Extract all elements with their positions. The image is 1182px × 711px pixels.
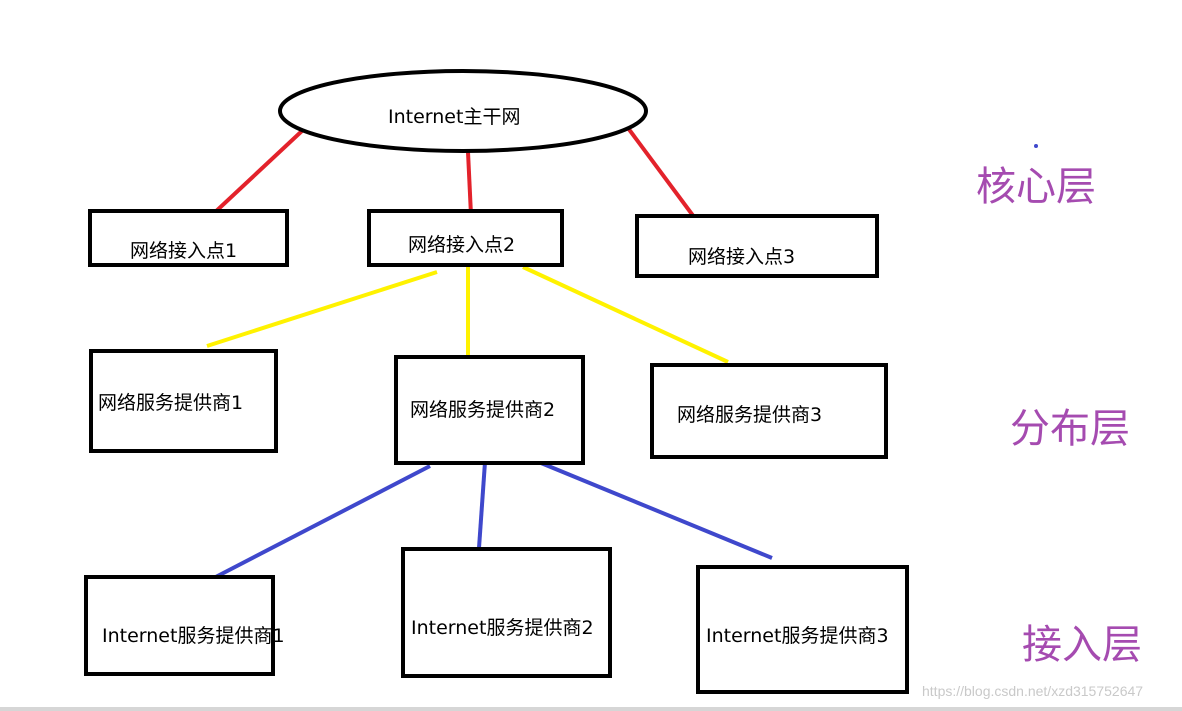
access-point-2-label: 网络接入点2 <box>408 234 516 256</box>
access-point-2: 网络接入点2 <box>367 209 564 267</box>
service-provider-3-label: 网络服务提供商3 <box>677 404 823 426</box>
service-provider-2: 网络服务提供商2 <box>394 355 585 465</box>
access-point-1-label: 网络接入点1 <box>130 240 238 262</box>
backbone-label: Internet主干网 <box>388 106 521 128</box>
service-provider-1: 网络服务提供商1 <box>89 349 278 453</box>
internet-provider-2: Internet服务提供商2 <box>401 547 612 678</box>
internet-provider-3: Internet服务提供商3 <box>696 565 909 694</box>
internet-provider-1: Internet服务提供商1 <box>84 575 285 676</box>
access-point-3-label: 网络接入点3 <box>688 246 796 268</box>
edge-backbone-ap3 <box>626 126 699 223</box>
layer-access-label: 接入层 <box>1022 622 1142 668</box>
bottom-divider <box>0 707 1182 711</box>
watermark: https://blog.csdn.net/xzd315752647 <box>922 683 1144 699</box>
service-provider-2-label: 网络服务提供商2 <box>410 399 556 421</box>
access-point-1: 网络接入点1 <box>88 209 289 267</box>
edge-ap2-sp1 <box>206 270 438 348</box>
layer-distribution-label: 分布层 <box>1010 406 1130 452</box>
service-provider-1-label: 网络服务提供商1 <box>98 392 244 414</box>
access-point-3: 网络接入点3 <box>635 214 879 278</box>
internet-provider-2-label: Internet服务提供商2 <box>411 617 594 639</box>
stray-dot <box>1034 144 1038 148</box>
edge-backbone-ap2 <box>466 151 473 216</box>
edge-sp2-ip3 <box>540 461 773 560</box>
edge-sp2-ip2 <box>477 461 487 549</box>
edge-sp2-ip1 <box>207 464 431 583</box>
internet-provider-3-label: Internet服务提供商3 <box>706 625 889 647</box>
service-provider-3: 网络服务提供商3 <box>650 363 888 459</box>
internet-provider-1-label: Internet服务提供商1 <box>102 625 285 647</box>
layer-core-label: 核心层 <box>976 164 1096 210</box>
edge-backbone-ap1 <box>210 128 305 217</box>
edge-ap2-sp3 <box>522 265 729 364</box>
backbone-ellipse <box>278 69 648 153</box>
